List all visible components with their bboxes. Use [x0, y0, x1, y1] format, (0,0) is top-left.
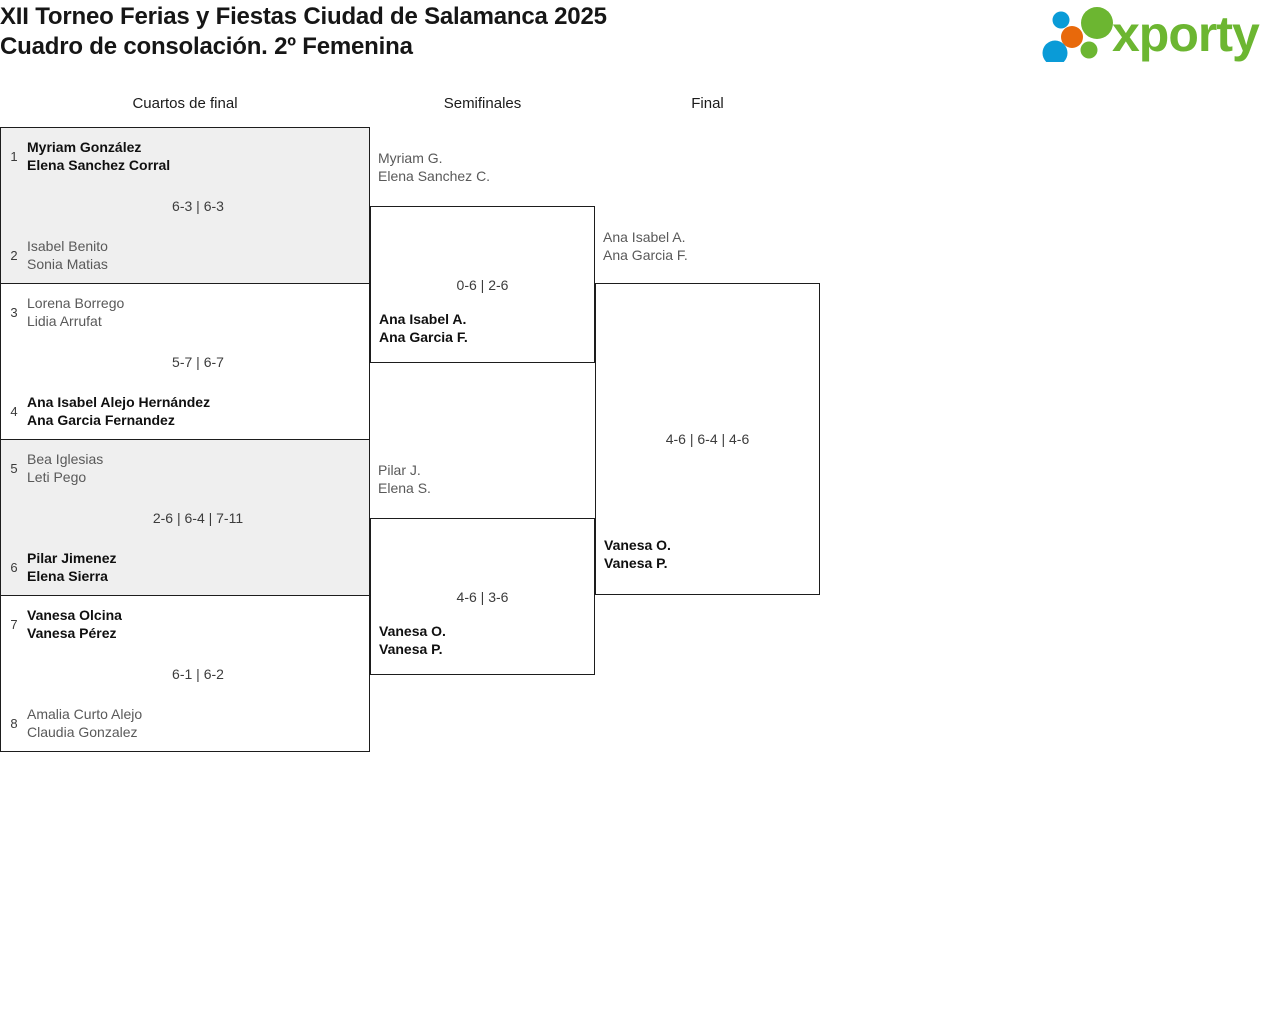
- player-name: Vanesa P.: [379, 641, 443, 657]
- player-name: Vanesa Pérez: [27, 625, 117, 641]
- player-name: Pilar Jimenez: [27, 550, 117, 566]
- round-header-semifinals: Semifinales: [443, 95, 522, 112]
- seed-number: 8: [10, 715, 18, 731]
- logo-dot-green-large: [1081, 7, 1113, 39]
- logo-wordmark: xporty: [1112, 6, 1260, 62]
- seed-number: 5: [10, 460, 18, 476]
- player-name: Elena Sanchez C.: [378, 168, 491, 184]
- team-names: Pilar Jimenez Elena Sierra: [27, 549, 117, 585]
- player-name: Myriam González: [27, 139, 142, 155]
- player-name: Vanesa Olcina: [27, 607, 122, 623]
- player-name: Sonia Matias: [27, 256, 108, 272]
- logo-dot-blue-large: [1042, 40, 1068, 62]
- player-name: Bea Iglesias: [27, 451, 104, 467]
- bracket-team-slot[interactable]: 6 Pilar Jimenez Elena Sierra: [1, 547, 369, 587]
- seed-number: 4: [10, 403, 18, 419]
- match-quarterfinal-1[interactable]: 1 Myriam González Elena Sanchez Corral 6…: [0, 127, 370, 284]
- round-header-final: Final: [691, 95, 724, 112]
- seed-number: 3: [10, 304, 18, 320]
- xporty-logo-svg: xporty: [1042, 6, 1261, 62]
- player-name: Leti Pego: [27, 469, 87, 485]
- bracket-team-slot[interactable]: 7 Vanesa Olcina Vanesa Pérez: [1, 604, 369, 644]
- player-name: Elena S.: [378, 480, 431, 496]
- logo-dot-orange: [1061, 26, 1083, 48]
- match-quarterfinal-4[interactable]: 7 Vanesa Olcina Vanesa Pérez 6-1 | 6-2 8…: [0, 595, 370, 752]
- match-score: 6-1 | 6-2: [172, 665, 224, 682]
- player-name: Vanesa P.: [604, 555, 668, 571]
- bracket-team-slot[interactable]: 5 Bea Iglesias Leti Pego: [1, 448, 369, 488]
- team-names: Lorena Borrego Lidia Arrufat: [27, 294, 124, 330]
- player-name: Isabel Benito: [27, 238, 108, 254]
- semifinal-1-top-team[interactable]: Myriam G. Elena Sanchez C.: [378, 149, 490, 185]
- player-name: Vanesa O.: [379, 623, 446, 639]
- player-name: Ana Garcia F.: [603, 247, 688, 263]
- bracket-team-slot[interactable]: 3 Lorena Borrego Lidia Arrufat: [1, 292, 369, 332]
- seed-number: 2: [10, 247, 18, 263]
- round-header-quarterfinals: Cuartos de final: [132, 95, 238, 112]
- match-score: 4-6 | 3-6: [456, 588, 509, 605]
- final-top-team[interactable]: Ana Isabel A. Ana Garcia F.: [603, 228, 688, 264]
- team-names: Vanesa Olcina Vanesa Pérez: [27, 606, 122, 642]
- player-name: Claudia Gonzalez: [27, 724, 138, 740]
- player-name: Ana Garcia Fernandez: [27, 412, 175, 428]
- page-header: XII Torneo Ferias y Fiestas Ciudad de Sa…: [0, 0, 1280, 90]
- player-name: Pilar J.: [378, 462, 421, 478]
- match-score: 5-7 | 6-7: [172, 353, 224, 370]
- player-name: Lorena Borrego: [27, 295, 125, 311]
- team-names: Ana Isabel Alejo Hernández Ana Garcia Fe…: [27, 393, 210, 429]
- bracket-team-slot[interactable]: Vanesa O. Vanesa P.: [379, 622, 588, 658]
- match-semifinal-1[interactable]: 0-6 | 2-6 Ana Isabel A. Ana Garcia F.: [370, 206, 595, 363]
- player-name: Elena Sanchez Corral: [27, 157, 171, 173]
- player-name: Ana Isabel A.: [603, 229, 686, 245]
- bracket-team-slot[interactable]: 8 Amalia Curto Alejo Claudia Gonzalez: [1, 703, 369, 743]
- tournament-bracket: 1 Myriam González Elena Sanchez Corral 6…: [0, 127, 1280, 767]
- player-name: Lidia Arrufat: [27, 313, 102, 329]
- semifinal-2-top-team[interactable]: Pilar J. Elena S.: [378, 461, 431, 497]
- title-line-2: Cuadro de consolación. 2º Femenina: [0, 33, 413, 60]
- bracket-team-slot[interactable]: 1 Myriam González Elena Sanchez Corral: [1, 136, 369, 176]
- bracket-team-slot[interactable]: Vanesa O. Vanesa P.: [604, 536, 813, 572]
- title-line-1: XII Torneo Ferias y Fiestas Ciudad de Sa…: [0, 3, 607, 30]
- logo-dot-green-small: [1080, 41, 1098, 59]
- seed-number: 7: [10, 616, 18, 632]
- player-name: Ana Garcia F.: [379, 329, 468, 345]
- team-names: Isabel Benito Sonia Matias: [27, 237, 108, 273]
- player-name: Elena Sierra: [27, 568, 108, 584]
- player-name: Myriam G.: [378, 150, 443, 166]
- team-names: Myriam González Elena Sanchez Corral: [27, 138, 170, 174]
- seed-number: 1: [10, 148, 18, 164]
- bracket-team-slot[interactable]: 4 Ana Isabel Alejo Hernández Ana Garcia …: [1, 391, 369, 431]
- seed-number: 6: [10, 559, 18, 575]
- player-name: Vanesa O.: [604, 537, 671, 553]
- team-names: Bea Iglesias Leti Pego: [27, 450, 103, 486]
- xporty-logo[interactable]: xporty: [1042, 4, 1274, 62]
- match-score: 2-6 | 6-4 | 7-11: [152, 509, 244, 526]
- round-headers: Cuartos de final Semifinales Final: [0, 95, 1280, 121]
- match-score: 6-3 | 6-3: [172, 197, 224, 214]
- bracket-team-slot[interactable]: Ana Isabel A. Ana Garcia F.: [379, 310, 588, 346]
- player-name: Ana Isabel Alejo Hernández: [27, 394, 211, 410]
- match-semifinal-2[interactable]: 4-6 | 3-6 Vanesa O. Vanesa P.: [370, 518, 595, 675]
- bracket-team-slot[interactable]: 2 Isabel Benito Sonia Matias: [1, 235, 369, 275]
- player-name: Amalia Curto Alejo: [27, 706, 143, 722]
- team-names: Amalia Curto Alejo Claudia Gonzalez: [27, 705, 142, 741]
- match-quarterfinal-2[interactable]: 3 Lorena Borrego Lidia Arrufat 5-7 | 6-7…: [0, 283, 370, 440]
- match-score: 0-6 | 2-6: [456, 276, 509, 293]
- logo-dot-blue-small: [1052, 11, 1070, 29]
- match-final[interactable]: 4-6 | 6-4 | 4-6 Vanesa O. Vanesa P.: [595, 283, 820, 595]
- match-quarterfinal-3[interactable]: 5 Bea Iglesias Leti Pego 2-6 | 6-4 | 7-1…: [0, 439, 370, 596]
- player-name: Ana Isabel A.: [379, 311, 467, 327]
- page-title: XII Torneo Ferias y Fiestas Ciudad de Sa…: [0, 2, 607, 62]
- match-score: 4-6 | 6-4 | 4-6: [665, 431, 750, 447]
